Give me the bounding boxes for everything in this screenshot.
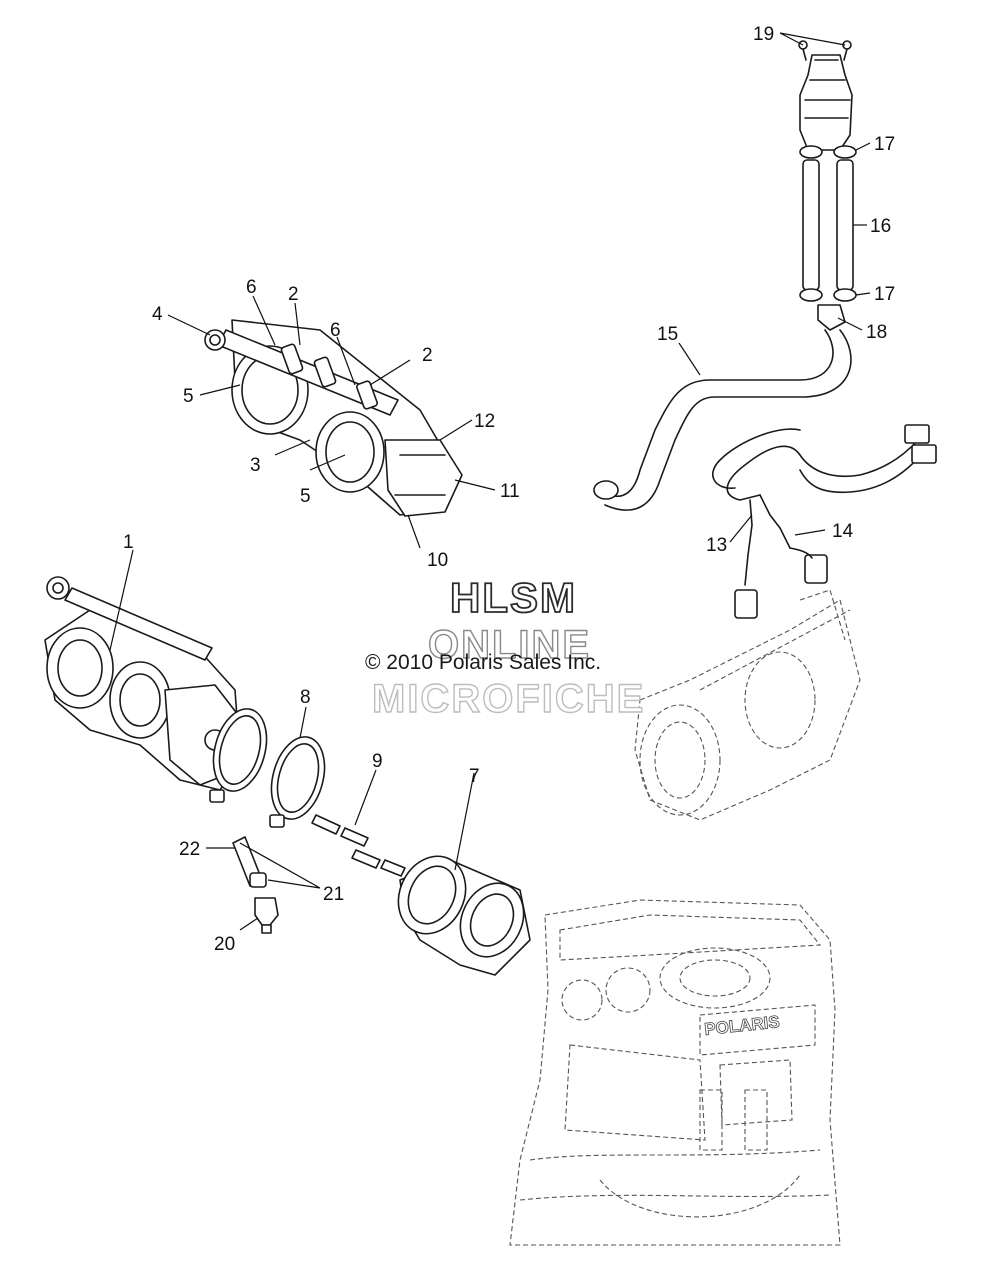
clamps [209, 708, 326, 828]
callout-14: 14 [832, 521, 854, 542]
vent-fittings [232, 836, 279, 934]
callout-22: 22 [179, 839, 200, 860]
callout-17-lower: 17 [874, 284, 895, 305]
callout-8: 8 [300, 687, 311, 708]
screws [311, 814, 406, 877]
callout-17-upper: 17 [874, 134, 895, 155]
callout-6-left: 6 [246, 277, 257, 298]
watermark-copyright: © 2010 Polaris Sales Inc. [365, 651, 601, 674]
callout-15: 15 [657, 324, 678, 345]
callout-11: 11 [500, 481, 520, 502]
callout-16: 16 [870, 216, 891, 237]
callout-6-right: 6 [330, 320, 341, 341]
callouts: 1 2 2 3 4 5 5 6 6 7 8 9 10 11 12 13 14 1… [123, 24, 895, 955]
callout-3: 3 [250, 455, 261, 476]
callout-5-lower: 5 [300, 486, 311, 507]
fuel-pump-outlet [798, 40, 853, 151]
throttle-body-assembly-exploded [204, 319, 463, 517]
callout-7: 7 [469, 766, 480, 787]
watermark-hlsm: HLSM [450, 574, 577, 621]
leader-lines [109, 32, 871, 931]
callout-4: 4 [152, 304, 163, 325]
callout-2-upper: 2 [288, 284, 299, 305]
fuel-hose-15 [593, 329, 852, 511]
intake-boot [397, 855, 531, 976]
throttle-body-assembly [44, 576, 243, 791]
watermark-microfiche: MICROFICHE [372, 677, 645, 721]
watermark-online: ONLINE [428, 623, 591, 667]
callout-18: 18 [866, 322, 887, 343]
watermark: HLSM ONLINE © 2010 Polaris Sales Inc. MI… [365, 573, 645, 722]
fuel-hose-pair [799, 145, 857, 331]
callout-20: 20 [214, 934, 235, 955]
callout-5-upper: 5 [183, 386, 194, 407]
callout-21: 21 [323, 884, 344, 905]
callout-10: 10 [427, 550, 448, 571]
throttle-body-ghost [634, 589, 861, 821]
wiring-harness [712, 424, 937, 619]
callout-19: 19 [753, 24, 774, 45]
callout-12: 12 [474, 411, 495, 432]
callout-2-lower: 2 [422, 345, 433, 366]
callout-13: 13 [706, 535, 727, 556]
engine-block-ghost: POLARIS [509, 899, 841, 1246]
callout-1: 1 [123, 532, 134, 553]
callout-9: 9 [372, 751, 383, 772]
